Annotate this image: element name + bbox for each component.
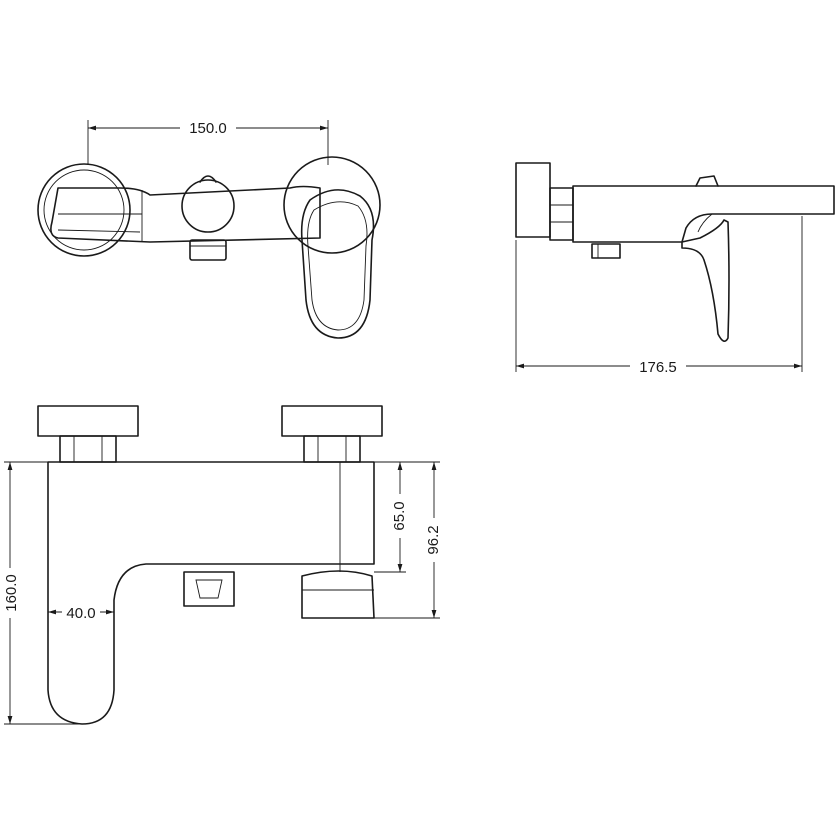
front-view: 160.0 40.0 65.0 96.2 — [2, 405, 442, 725]
side-wall-flange — [515, 162, 551, 238]
front-left-flange — [37, 405, 139, 437]
front-left-nut — [59, 435, 117, 463]
dim-label-96: 96.2 — [425, 525, 442, 554]
side-view: 176.5 — [515, 162, 835, 376]
side-lever — [681, 219, 730, 342]
side-knob — [695, 175, 719, 187]
front-diverter — [301, 570, 375, 619]
front-right-flange — [281, 405, 383, 437]
side-hex-nut — [549, 187, 574, 241]
dim-label-160: 160.0 — [3, 574, 20, 612]
top-body — [50, 185, 321, 243]
top-left-escutcheon-inner — [43, 169, 125, 251]
top-outlet — [189, 239, 227, 261]
top-right-escutcheon — [283, 156, 381, 254]
front-outlet — [183, 571, 235, 607]
top-view: 150.0 — [37, 118, 381, 339]
dim-label-40: 40.0 — [66, 605, 95, 622]
dim-label-150: 150.0 — [189, 120, 227, 137]
top-lever-handle — [300, 189, 375, 339]
side-outlet — [591, 243, 621, 259]
dim-label-176: 176.5 — [639, 359, 677, 376]
front-body — [47, 461, 375, 725]
front-right-nut — [303, 435, 361, 463]
dim-label-65: 65.0 — [391, 501, 408, 530]
top-left-escutcheon — [37, 163, 131, 257]
side-body — [572, 185, 835, 243]
top-diverter-knob — [181, 179, 235, 233]
